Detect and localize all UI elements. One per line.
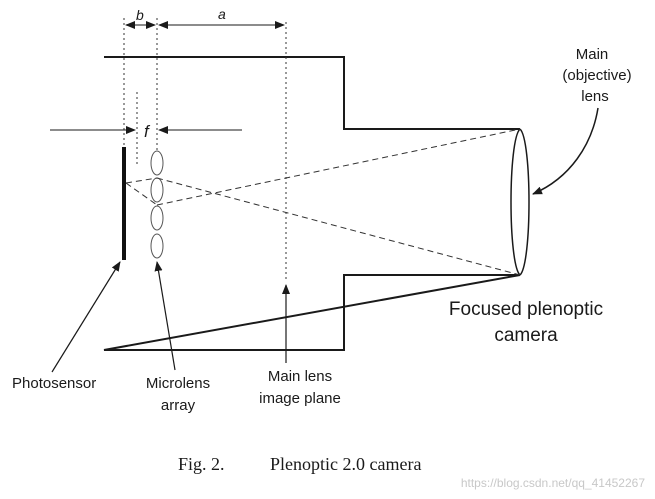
focused-camera-label-2: camera <box>494 325 558 346</box>
camera-body-outline <box>103 56 521 351</box>
focused-camera-label-1: Focused plenoptic <box>449 299 603 320</box>
dim-f-label: f <box>144 122 151 141</box>
dimension-f: f <box>50 122 242 141</box>
image-plane-label-2: image plane <box>259 390 341 407</box>
main-lens-label-3: lens <box>581 88 609 105</box>
main-lens-label-2: (objective) <box>562 67 631 84</box>
image-plane-label-1: Main lens <box>268 368 332 385</box>
ray-lines <box>125 128 521 276</box>
figure-caption-title: Plenoptic 2.0 camera <box>270 454 421 474</box>
main-lens-label-1: Main <box>576 46 609 63</box>
dim-b-label: b <box>136 7 144 23</box>
main-lens-arrow <box>532 107 599 195</box>
microlens-label-1: Microlens <box>146 375 210 392</box>
dimension-b: b <box>125 7 156 29</box>
figure-caption-label: Fig. 2. <box>178 454 225 474</box>
dimension-a: a <box>158 6 285 29</box>
dim-a-label: a <box>218 6 226 22</box>
label-arrows <box>51 261 290 373</box>
photosensor-label: Photosensor <box>12 375 96 392</box>
watermark-text: https://blog.csdn.net/qq_41452267 <box>460 476 645 490</box>
dimension-guides <box>123 18 287 280</box>
microlens-label-2: array <box>161 397 196 414</box>
main-lens <box>510 128 530 276</box>
